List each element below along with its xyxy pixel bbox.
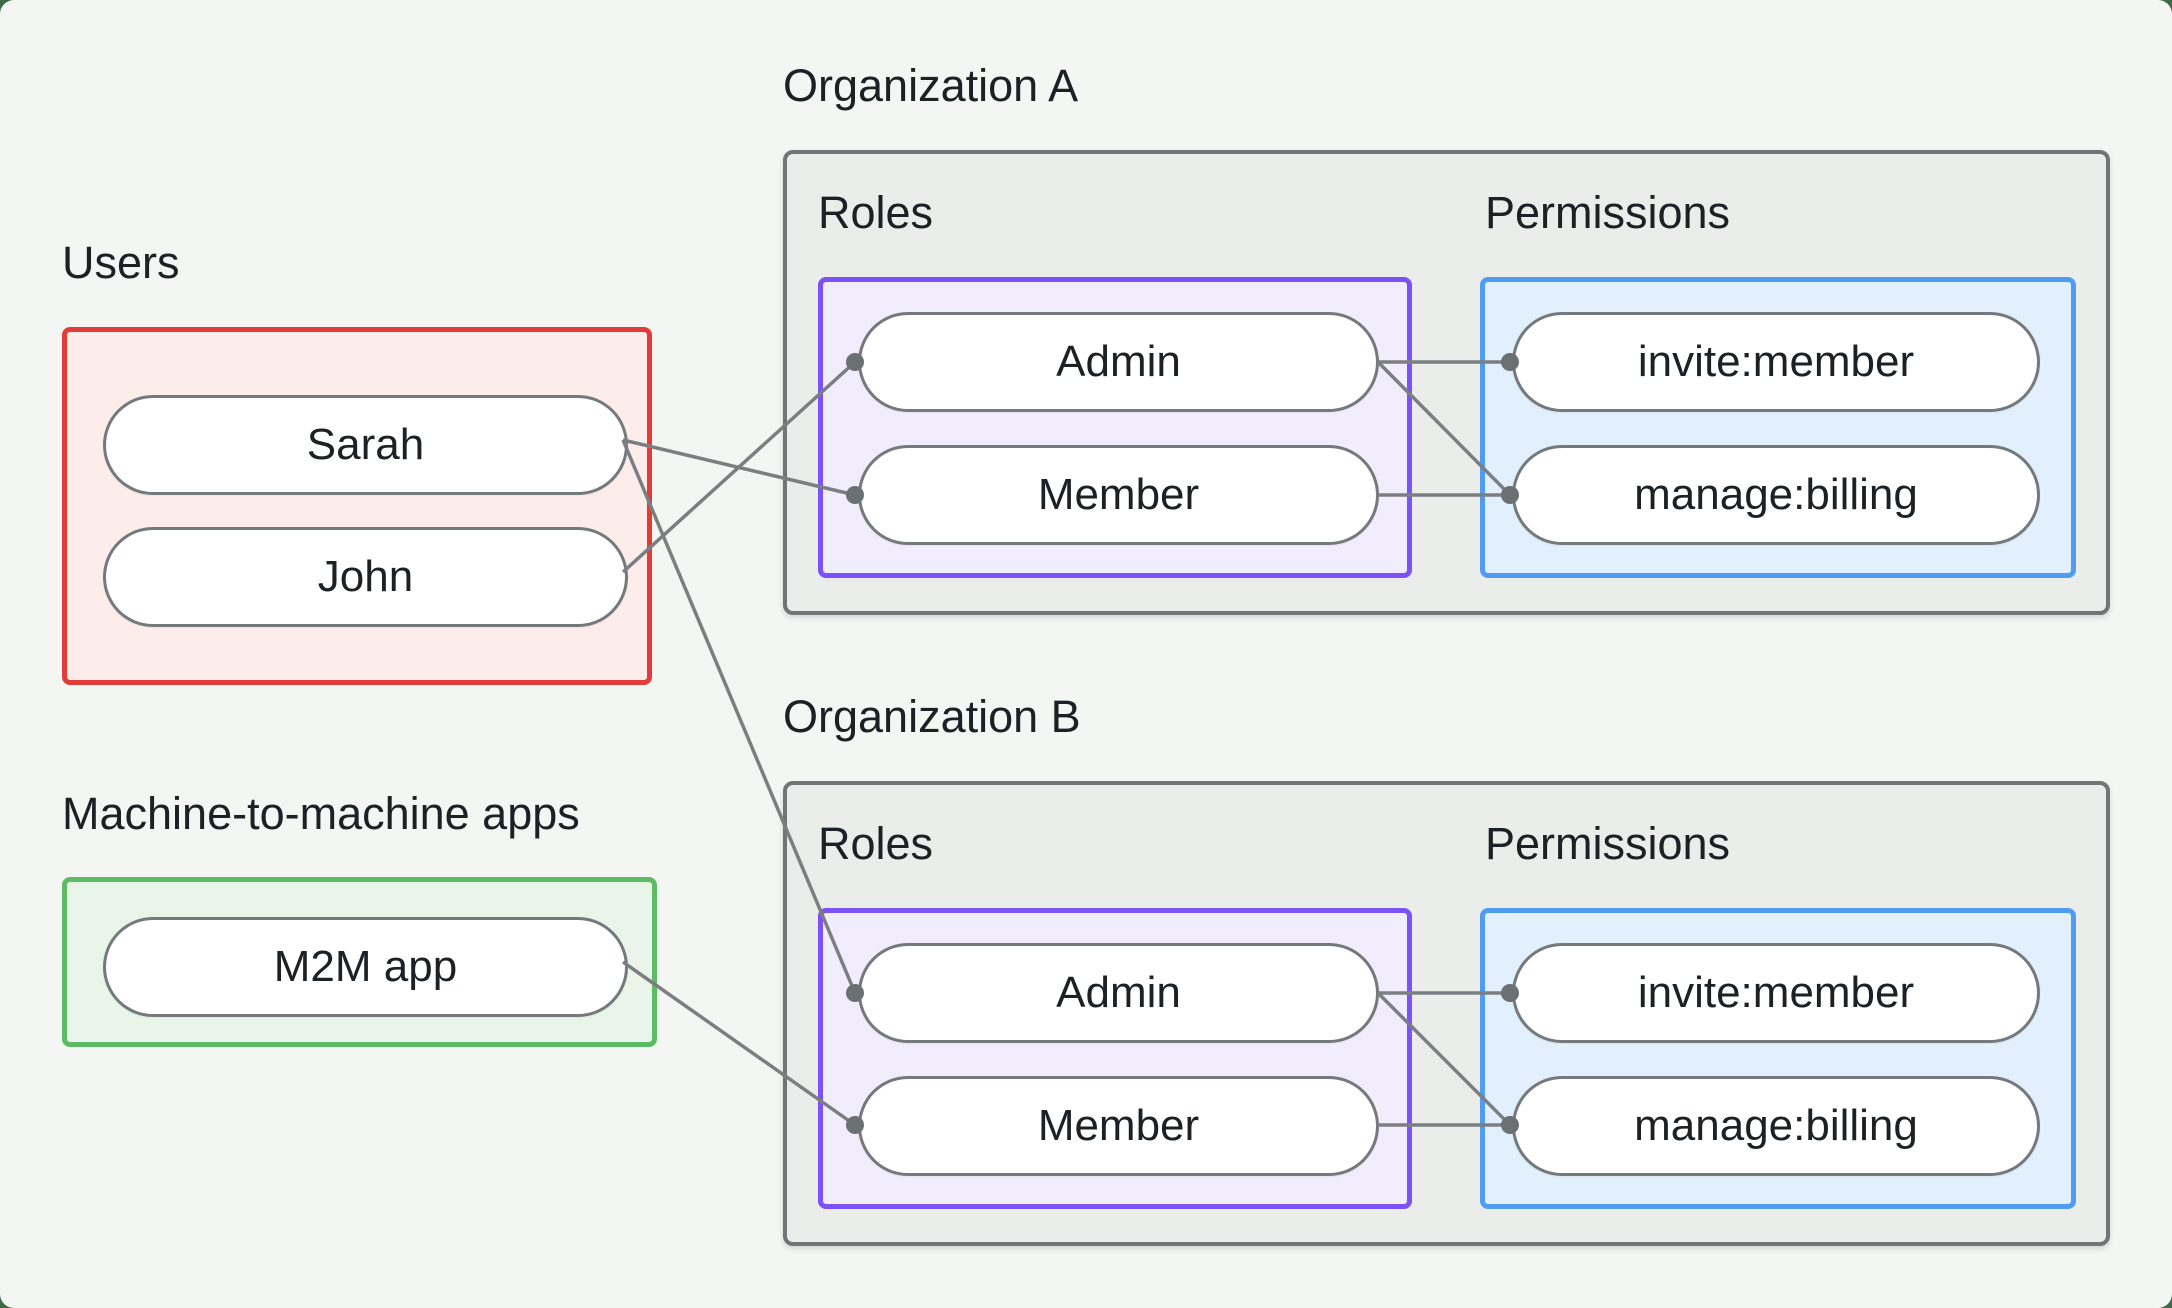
org-b-box: Roles Permissions Admin Member invite:me…	[783, 781, 2110, 1246]
org-a-box: Roles Permissions Admin Member invite:me…	[783, 150, 2110, 615]
org-b-roles-box: Admin Member	[818, 908, 1412, 1209]
user-node-label: John	[317, 552, 414, 601]
org-a-permissions-box: invite:member manage:billing	[1480, 277, 2076, 578]
role-node-label: Admin	[1056, 968, 1181, 1017]
users-group-box: Sarah John	[62, 327, 652, 685]
user-node-label: Sarah	[306, 420, 425, 469]
user-node-john: John	[103, 527, 628, 627]
org-b-roles-label: Roles	[818, 818, 934, 869]
permission-node-label: invite:member	[1637, 337, 1915, 386]
org-a-label: Organization A	[783, 60, 1079, 111]
org-b-permissions-label: Permissions	[1485, 818, 1731, 869]
permission-node-label: invite:member	[1637, 968, 1915, 1017]
org-a-roles-label: Roles	[818, 187, 934, 238]
role-node-label: Member	[1037, 470, 1200, 519]
m2m-group-label: Machine-to-machine apps	[62, 788, 580, 839]
org-a-permissions-label: Permissions	[1485, 187, 1731, 238]
m2m-app-node-label: M2M app	[273, 942, 458, 991]
m2m-app-node: M2M app	[103, 917, 628, 1017]
org-a-role-member: Member	[858, 445, 1379, 545]
org-b-permission-manage-billing: manage:billing	[1512, 1076, 2040, 1176]
org-b-role-admin: Admin	[858, 943, 1379, 1043]
org-b-permission-invite-member: invite:member	[1512, 943, 2040, 1043]
org-a-permission-manage-billing: manage:billing	[1512, 445, 2040, 545]
user-node-sarah: Sarah	[103, 395, 628, 495]
org-a-permission-invite-member: invite:member	[1512, 312, 2040, 412]
org-a-role-admin: Admin	[858, 312, 1379, 412]
permission-node-label: manage:billing	[1634, 470, 1918, 519]
org-b-label: Organization B	[783, 691, 1081, 742]
org-a-roles-box: Admin Member	[818, 277, 1412, 578]
org-b-permissions-box: invite:member manage:billing	[1480, 908, 2076, 1209]
permission-node-label: manage:billing	[1634, 1101, 1918, 1150]
role-node-label: Admin	[1056, 337, 1181, 386]
role-node-label: Member	[1037, 1101, 1200, 1150]
m2m-group-box: M2M app	[62, 877, 657, 1047]
users-group-label: Users	[62, 237, 180, 288]
org-b-role-member: Member	[858, 1076, 1379, 1176]
